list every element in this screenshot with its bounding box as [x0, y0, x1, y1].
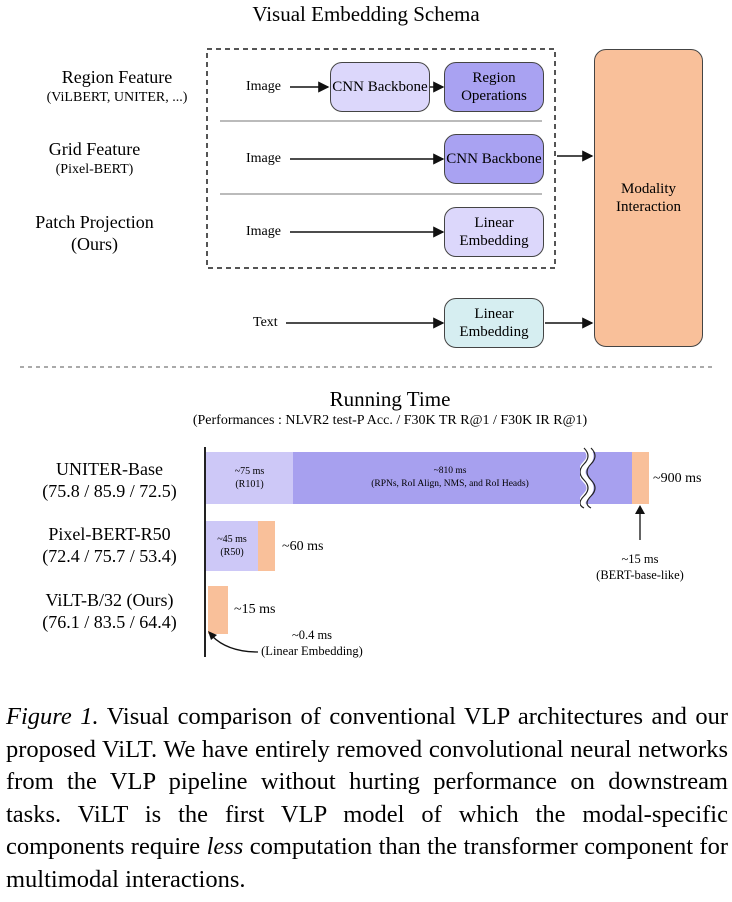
uniter-total-time: ~900 ms [653, 471, 702, 486]
segment-time: ~45 ms [217, 534, 247, 545]
model-name: ViLT-B/32 (Ours) [45, 590, 174, 610]
segment-note: (R50) [220, 547, 244, 558]
input-label-image: Image [246, 224, 281, 239]
linear-embedding-box: Linear Embedding [444, 207, 544, 257]
segment-note: (RPNs, RoI Align, NMS, and RoI Heads) [371, 479, 529, 489]
annotation-time: ~0.4 ms [291, 628, 333, 642]
caption-emphasis: less [206, 833, 244, 860]
model-vilt: ViLT-B/32 (Ours) (76.1 / 83.5 / 64.4) [22, 589, 197, 633]
annotation-note: (BERT-base-like) [596, 568, 684, 582]
text-linear-embedding-box: Linear Embedding [444, 298, 544, 348]
uniter-region-segment [293, 452, 632, 504]
embedding-arrow [208, 631, 259, 653]
vilt-total-time: ~15 ms [234, 602, 276, 617]
transformer-annotation: ~15 ms (BERT-base-like) [588, 551, 692, 583]
schema-title: Visual Embedding Schema [252, 2, 480, 26]
input-label-image: Image [246, 79, 281, 94]
cnn-backbone-box: CNN Backbone [444, 134, 544, 184]
caption-label: Figure 1. [6, 703, 99, 730]
input-label-image: Image [246, 151, 281, 166]
row-region-feature: Region Feature (ViLBERT, UNITER, ...) [22, 66, 212, 108]
row-label: Grid Feature [48, 139, 141, 159]
row-sublabel: (Ours) [71, 234, 118, 254]
model-name: Pixel-BERT-R50 [48, 524, 171, 544]
uniter-cnn-segment [206, 452, 293, 504]
pixelbert-transformer-segment [258, 521, 275, 571]
running-time-subtitle: (Performances : NLVR2 test-P Acc. / F30K… [192, 413, 588, 428]
row-label: Region Feature [61, 67, 173, 87]
cnn-backbone-box: CNN Backbone [330, 62, 430, 112]
pixelbert-cnn-segment [206, 521, 258, 571]
model-uniter-base: UNITER-Base (75.8 / 85.9 / 72.5) [22, 458, 197, 502]
uniter-transformer-segment [632, 452, 649, 504]
segment-note: (R101) [235, 479, 264, 490]
uniter-cnn-label: ~75 ms (R101) [206, 465, 293, 491]
model-pixel-bert-r50: Pixel-BERT-R50 (72.4 / 75.7 / 53.4) [22, 523, 197, 567]
annotation-note: (Linear Embedding) [261, 644, 363, 658]
input-label-text: Text [253, 315, 278, 330]
uniter-region-label: ~810 ms (RPNs, RoI Align, NMS, and RoI H… [320, 465, 580, 491]
annotation-time: ~15 ms [621, 552, 659, 566]
row-grid-feature: Grid Feature (Pixel-BERT) [22, 138, 167, 180]
visual-embedding-frame [206, 48, 556, 269]
figure-caption: Figure 1. Visual comparison of conventio… [6, 701, 728, 896]
caption-text-1: Visual comparison of conventional VLP ar… [6, 703, 728, 860]
axis-break-icon [580, 446, 596, 510]
pixelbert-total-time: ~60 ms [282, 539, 324, 554]
model-scores: (75.8 / 85.9 / 72.5) [42, 481, 177, 501]
caption-text-2: computation than the transformer compone… [6, 833, 728, 893]
segment-time: ~810 ms [433, 466, 467, 476]
vilt-transformer-segment [208, 586, 228, 634]
transformer-arrow [635, 505, 645, 540]
row-sublabel: (Pixel-BERT) [55, 162, 134, 177]
row-patch-projection: Patch Projection (Ours) [22, 211, 167, 255]
model-scores: (76.1 / 83.5 / 64.4) [42, 612, 177, 632]
model-scores: (72.4 / 75.7 / 53.4) [42, 546, 177, 566]
time-axis [204, 447, 206, 657]
embedding-annotation: ~0.4 ms (Linear Embedding) [252, 627, 372, 659]
row-sublabel: (ViLBERT, UNITER, ...) [46, 90, 188, 105]
modality-interaction-box: Modality Interaction [594, 49, 703, 347]
row-label: Patch Projection [35, 212, 154, 232]
model-name: UNITER-Base [56, 459, 163, 479]
region-operations-box: Region Operations [444, 62, 544, 112]
running-time-title: Running Time [329, 387, 451, 411]
pixelbert-cnn-label: ~45 ms (R50) [206, 533, 258, 559]
schema-connectors [20, 48, 712, 368]
segment-time: ~75 ms [234, 466, 265, 477]
